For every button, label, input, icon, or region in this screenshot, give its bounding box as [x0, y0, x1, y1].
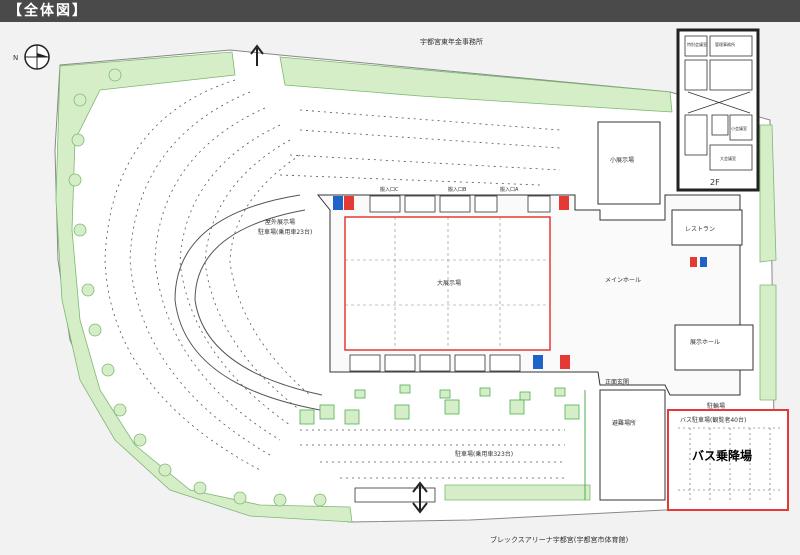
restaurant-label: レストラン [685, 226, 715, 233]
green-belt-bottom [444, 484, 591, 501]
inner-ring-road [174, 194, 321, 411]
restaurant-block [671, 209, 743, 246]
green-belt-top [279, 56, 673, 113]
gate-label: 搬入口B [448, 186, 467, 193]
page-title: 【全体図】 [8, 3, 88, 19]
bottom-road-label: ブレックスアリーナ宇都宮(宇都宮市体育館) [490, 535, 629, 544]
green-belt-right [759, 124, 777, 263]
exhibit-hall-label: 展示ホール [690, 339, 720, 346]
bottom-gate [354, 487, 436, 503]
parking-rows-bottom [300, 429, 565, 479]
floor2-label: 2F [710, 178, 720, 187]
entrance-label: 正面玄関 [605, 378, 629, 386]
floor2-room-label: 大会議室 [720, 155, 736, 161]
floor2-room-label: 特別会議室 [687, 41, 707, 47]
road-arrow-icon [250, 44, 264, 66]
small-hall-label: 小展示場 [610, 156, 634, 164]
shrub-boxes [299, 384, 580, 425]
exhibit-hall-block [674, 324, 754, 371]
room-row-bottom [349, 354, 521, 372]
parking-ring-label: 駐車場(乗用車23台) [258, 228, 312, 236]
floor2-room-label: 小会議室 [731, 125, 747, 131]
green-belt-right-lower [759, 284, 777, 401]
bus-parking-stalls [678, 427, 780, 500]
bus-parking-label: バス駐車場(観覧者40台) [680, 416, 746, 424]
entrance-plaza [599, 389, 666, 501]
bus-stop-label: バス乗降場 [692, 448, 752, 463]
tree-group [68, 68, 327, 507]
main-hall [344, 216, 551, 351]
compass-label: N [13, 54, 18, 62]
shelter-label: 避難場所 [612, 419, 636, 427]
gate-label: 搬入口A [500, 186, 519, 193]
bicycle-label: 駐輪場 [707, 402, 725, 410]
bus-parking-area [667, 409, 789, 511]
parking-rows-top [279, 109, 561, 186]
floor2-room-label: 管理事務所 [715, 41, 735, 47]
small-hall [597, 121, 661, 205]
floor2-rooms [684, 35, 753, 171]
parking-arcs [104, 79, 311, 471]
room-row-top [369, 195, 551, 213]
main-hall-grid [345, 217, 550, 350]
gate-label: 搬入口C [380, 186, 399, 193]
outdoor-hall-label: 屋外展示場 [265, 218, 295, 226]
header-bar: 【全体図】 [0, 0, 800, 22]
main-lobby-label: メインホール [605, 277, 641, 284]
main-hall-label: 大展示場 [437, 279, 461, 287]
top-road-label: 宇都宮東年金事務所 [420, 37, 483, 46]
parking-main-label: 駐車場(乗用車323台) [455, 450, 513, 458]
toilet-icon [333, 196, 707, 369]
inner-ring-road [194, 209, 323, 396]
road-arrow-icon [412, 481, 428, 514]
